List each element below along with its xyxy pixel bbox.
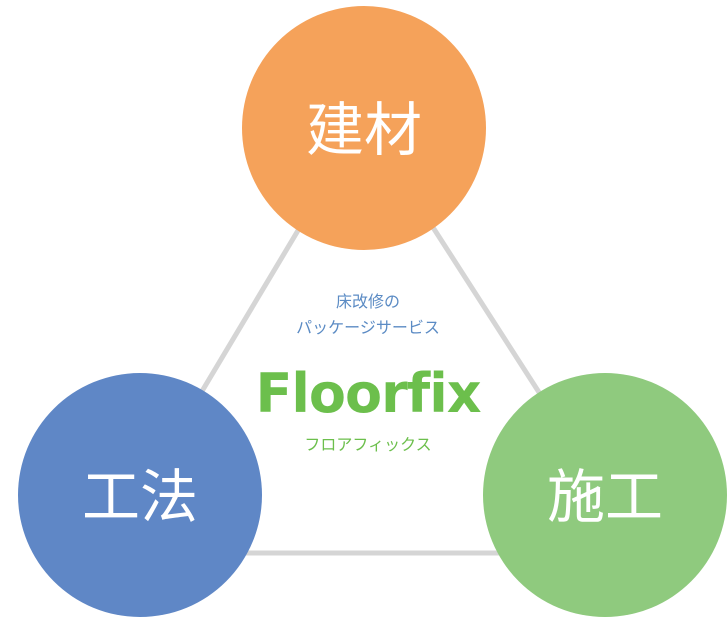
node-circle-materials: [242, 6, 486, 250]
node-label-method: 工法: [82, 463, 198, 531]
center-subtitle-line1: 床改修の: [336, 292, 400, 311]
node-label-construction: 施工: [547, 463, 663, 531]
brand-kana: フロアフィックス: [304, 435, 431, 454]
brand-logo: Floorfix: [255, 362, 481, 425]
node-method: 工法: [18, 373, 262, 617]
node-construction: 施工: [483, 373, 727, 617]
center-brand-block: 床改修の パッケージサービス Floorfix フロアフィックス: [255, 292, 482, 454]
node-label-materials: 建材: [306, 96, 422, 164]
node-circle-method: [18, 373, 262, 617]
center-subtitle-line2: パッケージサービス: [296, 318, 440, 337]
node-circle-construction: [483, 373, 727, 617]
node-materials: 建材: [242, 6, 486, 250]
